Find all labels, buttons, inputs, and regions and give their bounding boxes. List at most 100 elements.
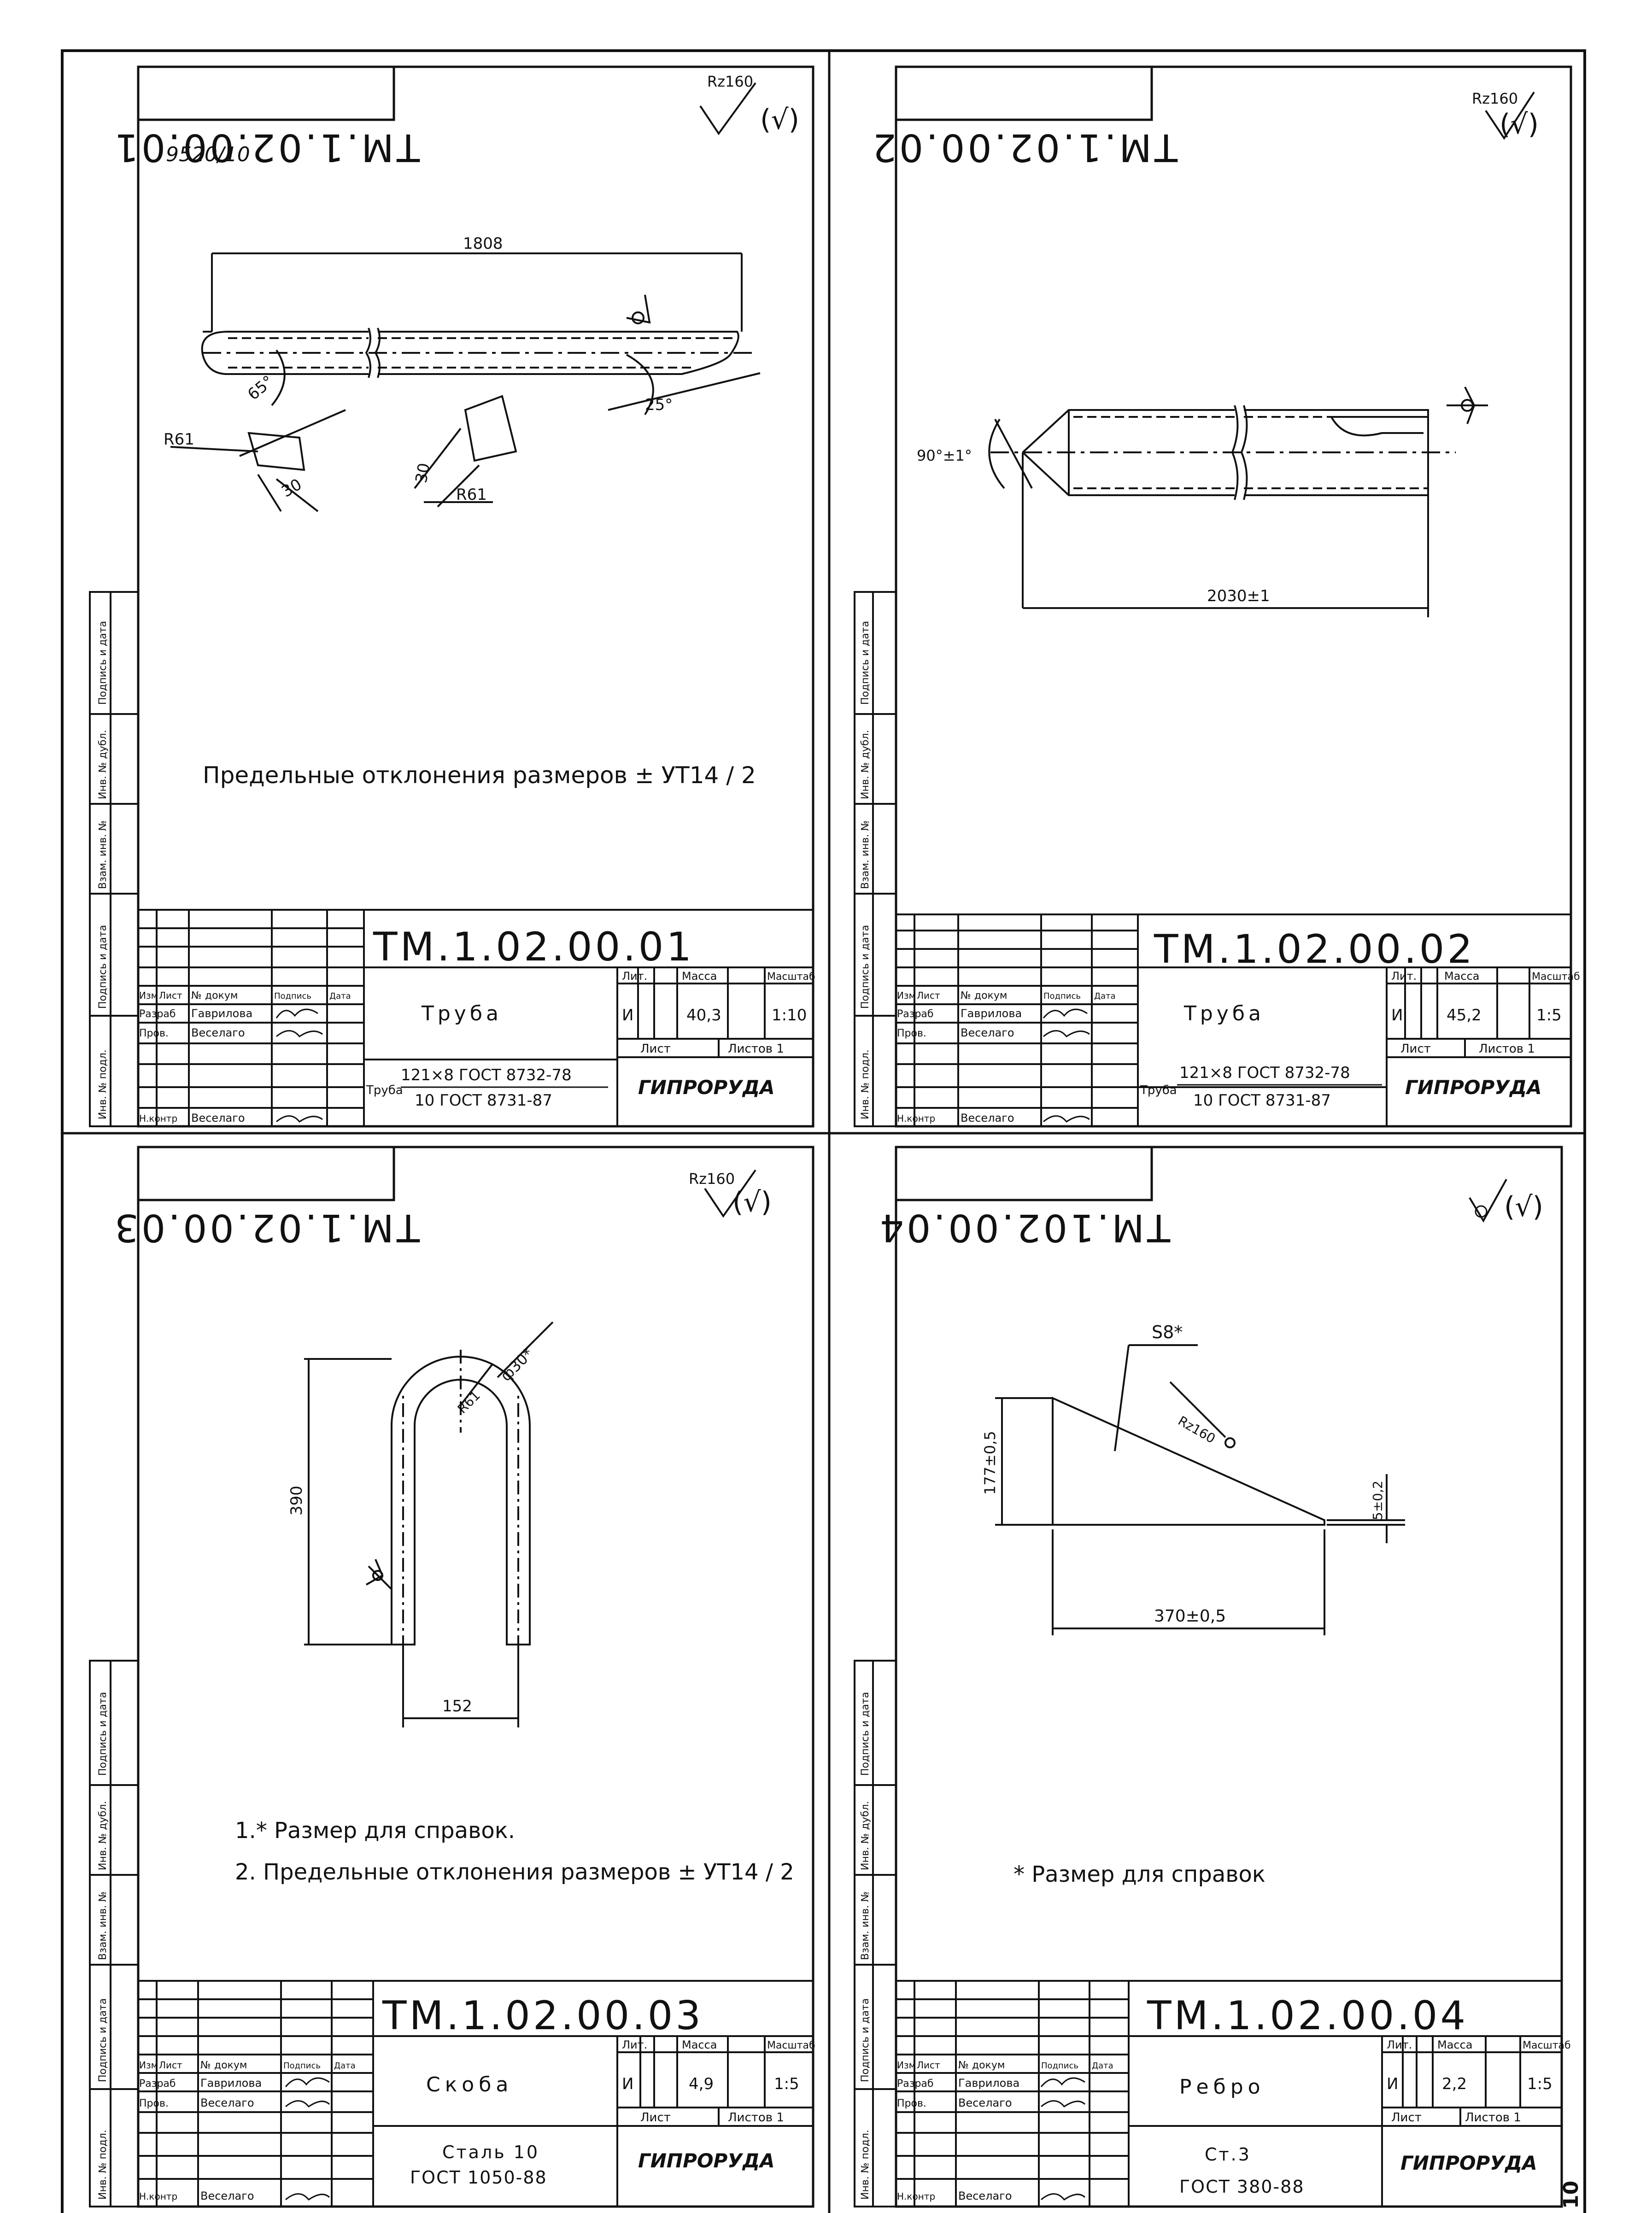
sheet-3-nkontr-name: Веселаго <box>200 2190 254 2202</box>
sheet-1-dim-r-right: R61 <box>456 486 487 504</box>
sheet-4-lit: И <box>1387 2075 1398 2093</box>
sheet-1-company: ГИПРОРУДА <box>638 1076 775 1099</box>
sheet-3-col-sign: Подпись <box>283 2061 321 2071</box>
sheet-1-scale-header: Масштаб <box>767 971 815 983</box>
sheet-4-material-top: Ст.3 <box>1205 2144 1251 2165</box>
sheet-3-row-dev: Разраб <box>139 2078 176 2090</box>
sheet-3-material-bottom: ГОСТ 1050-88 <box>410 2167 547 2188</box>
sheet-4-col-sign: Подпись <box>1041 2061 1078 2071</box>
sheet-3-scale: 1:5 <box>774 2075 799 2093</box>
sheet-2-row-dev: Разраб <box>897 1008 933 1020</box>
sheet-4-material-bottom: ГОСТ 380-88 <box>1179 2177 1305 2197</box>
sheet-2: ТМ.1.02.00.02 Rz160 (√) 9 <box>854 65 1580 1128</box>
sheet-3-signature-dev <box>285 2077 330 2087</box>
sheet-4-dim-height: 177±0,5 <box>981 1431 999 1495</box>
sheet-1-row-dev: Разраб <box>139 1008 176 1020</box>
sheet-1: ТМ.1.02.00.01 Rz160 (√) 9520/10 <box>89 65 815 1128</box>
sheet-4-dim-tip: 5±0,2 <box>1370 1481 1385 1520</box>
sheet-2-part-name: Труба <box>1183 1002 1265 1025</box>
sheet-4-row-dev: Разраб <box>897 2078 933 2090</box>
sheet-2-dev-name: Гаврилова <box>961 1007 1022 1020</box>
sheet-4-col-date: Дата <box>1092 2061 1113 2071</box>
sheet-1-material-label: Труба <box>366 1083 403 1097</box>
sheet-1-roughness: Rz160 <box>707 73 753 90</box>
sheet-2-mass: 45,2 <box>1447 1006 1482 1025</box>
sheet-4-signature-nkontr <box>1041 2193 1086 2201</box>
sheet-2-stamp-3: Взам. инв. № <box>860 820 871 889</box>
sheet-2-sheet-label: Лист <box>1400 1042 1431 1056</box>
sheet-1-handnote: 9520/10 <box>166 143 250 166</box>
sheet-2-roughness-paren: (√) <box>1500 108 1539 141</box>
sheet-4-col-doc: № докум <box>958 2060 1005 2071</box>
sheet-2-code-box <box>895 65 1153 121</box>
sheet-3-row-check: Пров. <box>139 2098 169 2109</box>
sheet-4-part-name: Ребро <box>1179 2075 1265 2099</box>
sheet-2-col-doc: № докум <box>961 990 1007 1001</box>
sheet-1-stamp-5: Инв. № подл. <box>97 1049 109 1119</box>
sheet-1-col-sign: Подпись <box>274 991 311 1001</box>
sheet-4-row-nkontr: Н.контр <box>897 2191 935 2202</box>
sheet-4-signature-check <box>1041 2100 1086 2108</box>
sheet-3-sheet-label: Лист <box>640 2111 671 2125</box>
sheet-1-sheets-label: Листов 1 <box>728 1042 784 1056</box>
sheet-4-dim-thick: S8* <box>1152 1322 1183 1342</box>
sheet-2-stamp-4: Подпись и дата <box>860 925 871 1009</box>
sheet-2-scale: 1:5 <box>1536 1006 1562 1025</box>
sheet-4-sheets-label: Листов 1 <box>1465 2111 1521 2125</box>
sheet-3-stamp-5: Инв. № подл. <box>97 2130 109 2200</box>
sheet-3-code-box <box>137 1146 395 1201</box>
sheet-1-dim-angle2: 25° <box>645 396 673 414</box>
sheet-3-dim-width: 152 <box>442 1697 472 1715</box>
sheet-2-material-label: Труба <box>1140 1083 1177 1097</box>
sheet-1-stamp-1: Подпись и дата <box>97 621 109 705</box>
sheet-3-col-izm: Изм <box>139 2060 158 2071</box>
sheet-2-mass-header: Масса <box>1444 970 1480 983</box>
sheet-1-check-name: Веселаго <box>191 1026 245 1039</box>
sheet-2-row-nkontr: Н.контр <box>897 1113 935 1124</box>
sheet-4-lit-header: Лит. <box>1387 2038 1412 2051</box>
sheet-3-col-list: Лист <box>159 2060 182 2071</box>
sheet-1-nkontr-name: Веселаго <box>191 1112 245 1124</box>
sheet-3-note-2: 2. Предельные отклонения размеров ± УТ14… <box>235 1859 794 1885</box>
sheet-3-stamp-3: Взам. инв. № <box>97 1891 109 1960</box>
sheet-4-row-check: Пров. <box>897 2098 926 2109</box>
sheet-2-mirror-code: ТМ.1.02.00.02 <box>870 125 1178 169</box>
sheet-1-pipe-drawing <box>170 252 761 512</box>
sheet-2-dim-length: 2030±1 <box>1207 587 1270 605</box>
sheet-1-title-block <box>137 909 814 1127</box>
sheet-2-row-check: Пров. <box>897 1028 926 1039</box>
sheet-4-scale-header: Масштаб <box>1523 2040 1571 2051</box>
sheet-2-signature-check <box>1043 1030 1090 1038</box>
sheet-4-col-izm: Изм <box>897 2060 916 2071</box>
sheet-4-scale: 1:5 <box>1527 2075 1552 2093</box>
sheet-3-dev-name: Гаврилова <box>200 2077 262 2090</box>
sheet-1-roughness-icon <box>699 82 756 135</box>
sheet-1-note: Предельные отклонения размеров ± УТ14 / … <box>203 762 756 789</box>
sheet-2-title-code: ТМ.1.02.00.02 <box>1154 926 1475 972</box>
sheet-1-mass-header: Масса <box>682 970 717 983</box>
sheet-1-dim-angle1: 65° <box>244 372 277 404</box>
sheet-3-roughness-paren: (√) <box>732 1186 772 1218</box>
sheet-4-mirror-code: ТМ.102.00.04 <box>877 1206 1171 1249</box>
sheet-2-roughness-icon <box>1485 91 1535 140</box>
sheet-4-roughness-paren: (√) <box>1504 1191 1543 1223</box>
sheet-3-roughness-icon <box>704 1169 756 1218</box>
sheet-3-note-1: 1.* Размер для справок. <box>235 1818 515 1844</box>
sheet-3-check-name: Веселаго <box>200 2096 254 2109</box>
sheet-3-dim-radius: R61 <box>455 1388 483 1417</box>
sheet-4-sheet-label: Лист <box>1391 2111 1422 2125</box>
sheet-4-dim-rough: Rz160 <box>1176 1413 1218 1446</box>
sheet-4-stamp-2: Инв. № дубл. <box>860 1801 871 1870</box>
sheet-1-col-doc: № докум <box>191 990 238 1001</box>
sheet-4-stamp-1: Подпись и дата <box>860 1692 871 1776</box>
sheet-1-dim-r-left: R61 <box>164 430 194 449</box>
sheet-4-roughness-icon <box>1469 1179 1507 1223</box>
sheet-2-nkontr-name: Веселаго <box>961 1112 1014 1124</box>
sheet-2-signature-dev <box>1043 1008 1088 1019</box>
sheet-3-lit-header: Лит. <box>622 2038 647 2051</box>
sheet-4-mass: 2,2 <box>1442 2075 1467 2093</box>
sheet-3-mass-header: Масса <box>682 2038 717 2051</box>
sheet-1-signature-dev <box>275 1008 318 1019</box>
sheet-1-material-top: 121×8 ГОСТ 8732-78 <box>401 1066 572 1084</box>
sheet-4-company: ГИПРОРУДА <box>1400 2152 1537 2174</box>
